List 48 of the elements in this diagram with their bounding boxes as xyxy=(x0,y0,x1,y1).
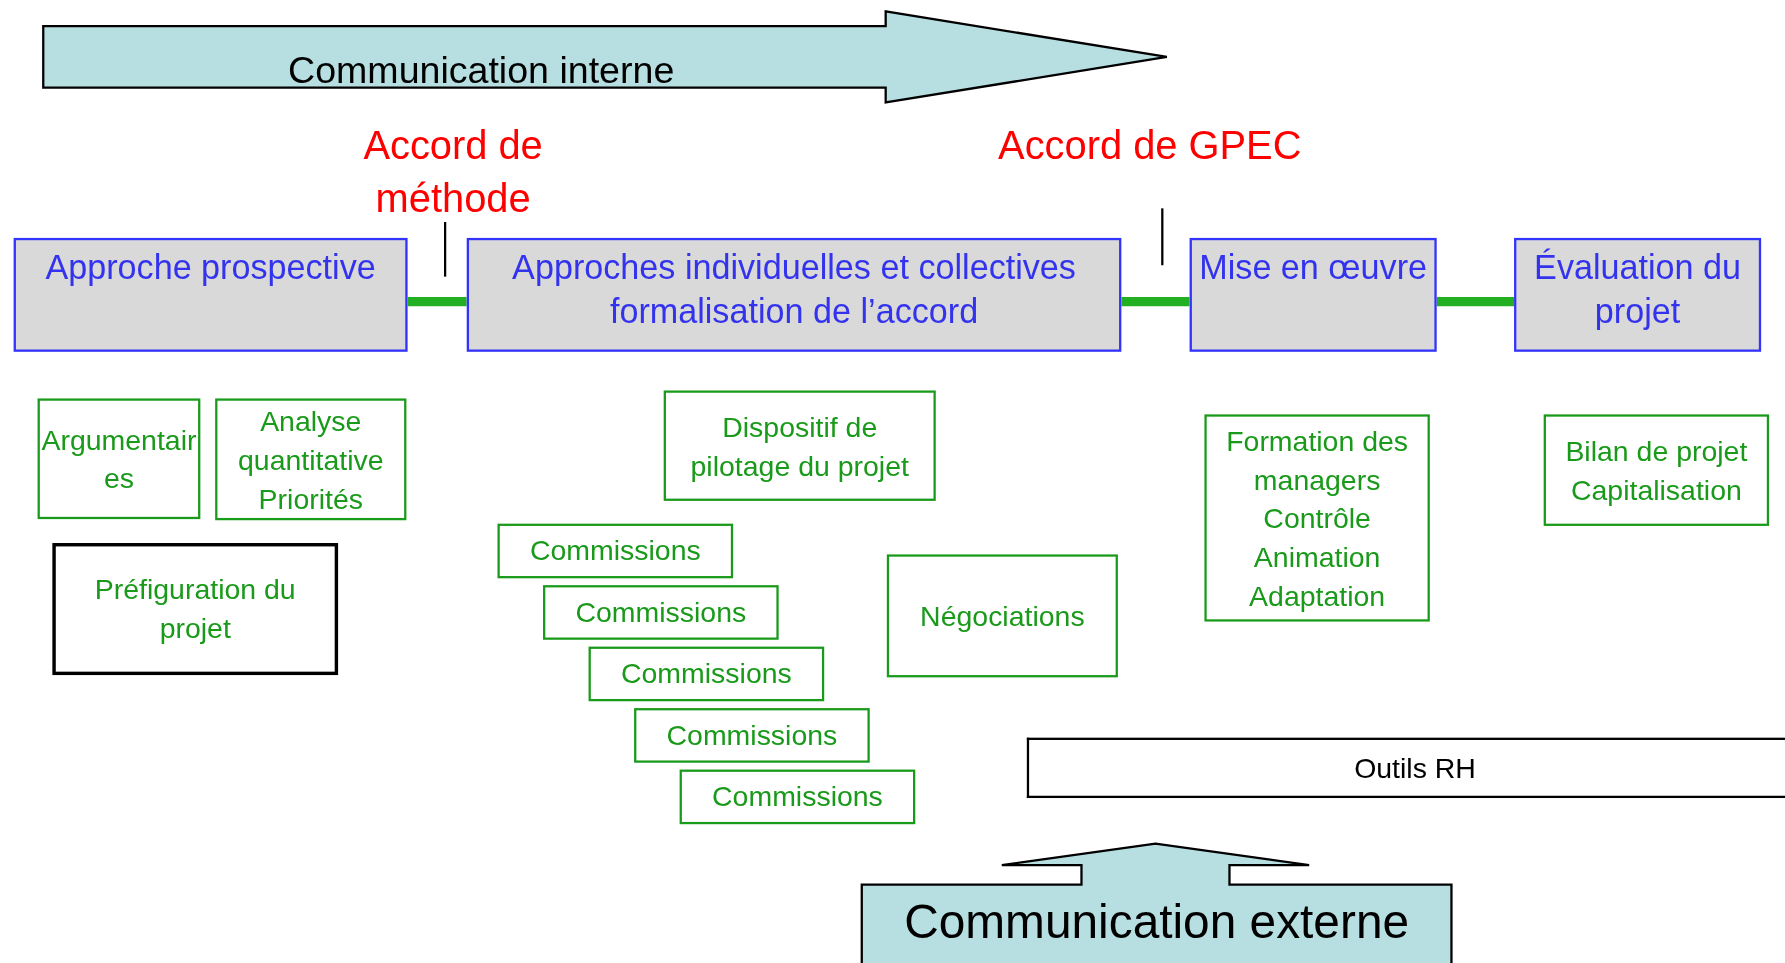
task-box xyxy=(663,390,936,501)
box-label: Bilan de projet xyxy=(1564,433,1749,469)
phase-box xyxy=(1514,237,1762,352)
commission-box xyxy=(543,585,779,640)
tools-bar xyxy=(1026,737,1785,798)
task-box xyxy=(215,398,407,521)
connector-line xyxy=(1436,297,1515,307)
milestone-label: Accord de méthode xyxy=(362,121,544,222)
box-label: Formation des managers xyxy=(1225,423,1410,498)
box-label: Commissions xyxy=(529,533,701,568)
box-label: Approches individuelles et collectives formalisation de l’accord xyxy=(511,247,1077,333)
box-label: Commissions xyxy=(575,594,747,630)
box-label: Analyse quantitative xyxy=(237,403,385,478)
box-label: Animation xyxy=(1252,539,1382,575)
commission-box xyxy=(588,646,825,702)
box-label: Adaptation xyxy=(1248,578,1387,614)
box-label: Approche prospective xyxy=(44,247,377,288)
box-label: Argumentaires xyxy=(40,422,198,497)
phase-box xyxy=(466,237,1122,352)
box-label: Capitalisation xyxy=(1569,472,1743,508)
box-label: Contrôle xyxy=(1262,501,1372,536)
box-label: Outils RH xyxy=(1354,749,1476,785)
task-box xyxy=(1543,414,1770,526)
task-box xyxy=(1204,414,1430,622)
box-label: Mise en œuvre xyxy=(1198,247,1428,288)
task-box xyxy=(37,398,201,520)
box-label: Communication externe xyxy=(904,895,1410,949)
right-arrow xyxy=(43,11,1167,103)
box-label: Commissions xyxy=(621,656,792,691)
up-arrow xyxy=(861,843,1452,963)
box-label: Communication interne xyxy=(288,51,675,89)
phase-box xyxy=(13,237,408,352)
connector-line xyxy=(1121,297,1190,307)
commission-box xyxy=(497,523,734,579)
box-label: Commissions xyxy=(712,778,883,814)
box-label: Dispositif de pilotage du projet xyxy=(689,409,910,484)
milestone-label: Accord de GPEC xyxy=(997,121,1303,170)
connector-line xyxy=(407,297,467,307)
commission-box xyxy=(634,708,870,763)
commission-box xyxy=(679,769,916,825)
box-label: Priorités xyxy=(257,481,364,516)
task-box xyxy=(886,554,1118,678)
phase-box xyxy=(1189,237,1437,352)
box-label: Négociations xyxy=(919,598,1086,634)
box-label: Commissions xyxy=(666,717,838,753)
box-label: Évaluation du projet xyxy=(1533,247,1743,333)
task-box xyxy=(52,543,339,676)
box-label: Préfiguration du projet xyxy=(93,571,297,646)
